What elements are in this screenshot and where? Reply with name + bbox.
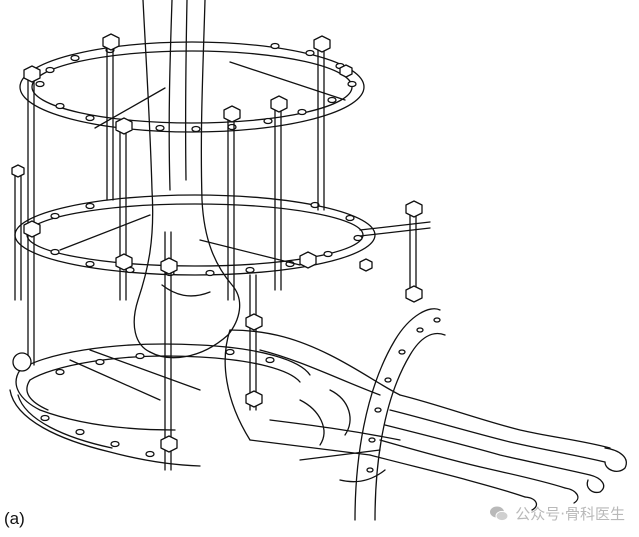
watermark: 公众号·骨科医生	[489, 503, 625, 524]
forefoot-arch	[299, 308, 446, 521]
foot-bones	[224, 329, 627, 511]
nuts	[11, 33, 423, 453]
threaded-rods	[14, 44, 417, 471]
watermark-text: 公众号·骨科医生	[515, 505, 625, 523]
foot-ring	[9, 343, 311, 467]
panel-label: (a)	[4, 509, 25, 528]
leg-bones	[133, 0, 241, 359]
top-ring	[19, 41, 365, 133]
wechat-bubbles-icon	[490, 506, 509, 521]
